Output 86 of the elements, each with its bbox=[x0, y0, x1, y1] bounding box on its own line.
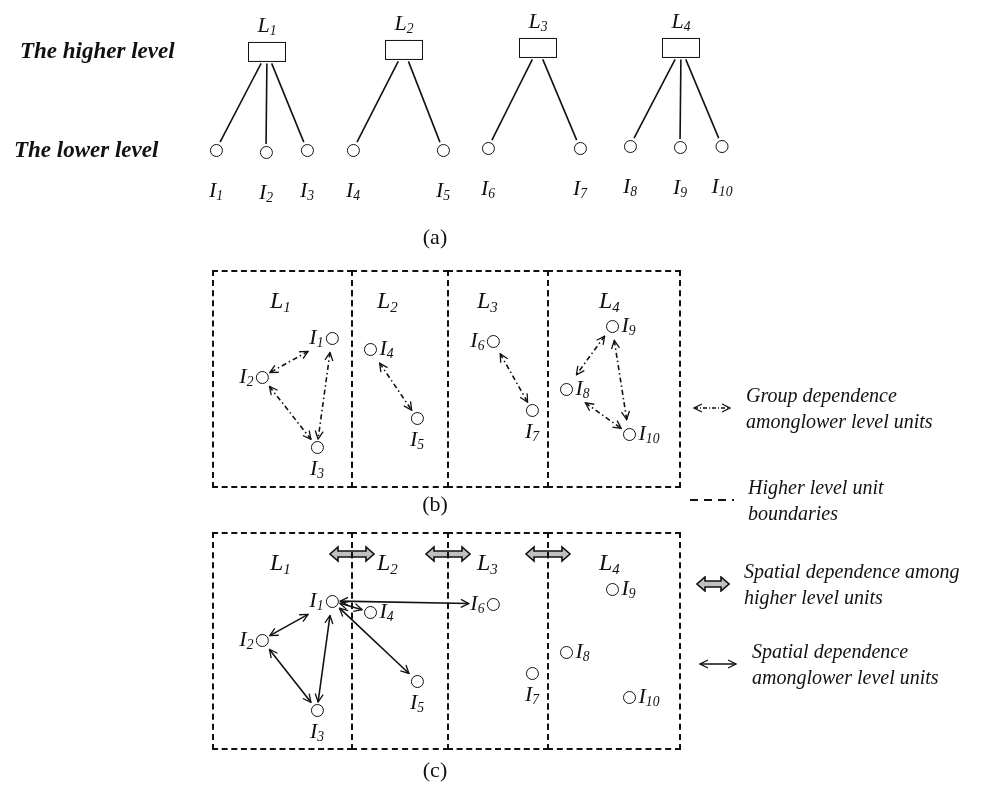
unit-label: L$_{2}$ bbox=[377, 550, 398, 577]
boundary-region bbox=[447, 532, 549, 750]
connector-line bbox=[491, 58, 534, 141]
unit-label: L$_{3}$ bbox=[528, 9, 548, 34]
unit-label: L$_{2}$ bbox=[377, 288, 398, 315]
unit-label: I$_{3}$ bbox=[299, 178, 315, 203]
unit-label: I$_{7}$ bbox=[524, 682, 540, 707]
unit-label: L$_{1}$ bbox=[257, 13, 277, 38]
unit-label: I$_{4}$ bbox=[345, 178, 361, 203]
boundary-region bbox=[447, 270, 549, 488]
unit-label: I$_{9}$ bbox=[621, 576, 636, 601]
unit-label: I$_{6}$ bbox=[470, 591, 485, 616]
unit-label: L$_{4}$ bbox=[599, 550, 620, 577]
unit-label: I$_{10}$ bbox=[711, 174, 733, 199]
level-heading: The lower level bbox=[14, 137, 159, 163]
unit-label: I$_{3}$ bbox=[309, 719, 325, 744]
thick-double-arrow bbox=[524, 545, 572, 563]
dash-dot-arrow bbox=[575, 335, 606, 376]
unit-label: I$_{8}$ bbox=[575, 376, 590, 401]
unit-label: I$_{10}$ bbox=[638, 684, 660, 709]
unit-label: I$_{7}$ bbox=[572, 176, 588, 201]
connector-line bbox=[633, 58, 676, 139]
dash-dot-arrow bbox=[314, 351, 334, 440]
unit-label: I$_{9}$ bbox=[672, 175, 688, 200]
legend-text: Group dependence amonglower level units bbox=[746, 383, 934, 434]
unit-label: I$_{1}$ bbox=[208, 178, 224, 203]
boundary-region bbox=[547, 270, 681, 488]
unit-label: I$_{9}$ bbox=[621, 313, 636, 338]
dash-dot-arrow bbox=[269, 350, 309, 374]
unit-label: L$_{4}$ bbox=[599, 288, 620, 315]
boundary-region bbox=[351, 532, 449, 750]
connector-line bbox=[684, 58, 720, 139]
connector-line bbox=[219, 62, 262, 143]
unit-label: I$_{3}$ bbox=[309, 456, 325, 481]
unit-label: L$_{1}$ bbox=[270, 288, 291, 315]
unit-label: I$_{1}$ bbox=[309, 325, 324, 350]
unit-label: I$_{5}$ bbox=[435, 178, 451, 203]
unit-label: L$_{1}$ bbox=[270, 550, 291, 577]
unit-label: L$_{3}$ bbox=[477, 550, 498, 577]
unit-label: I$_{10}$ bbox=[638, 421, 660, 446]
connector-line bbox=[265, 62, 268, 145]
panel-label: (a) bbox=[422, 225, 448, 250]
dash-dot-arrow bbox=[610, 339, 631, 421]
unit-label: I$_{2}$ bbox=[258, 180, 274, 205]
panel-label: (b) bbox=[422, 492, 448, 517]
arrow bbox=[339, 601, 363, 612]
unit-label: I$_{2}$ bbox=[239, 627, 254, 652]
unit-label: I$_{2}$ bbox=[239, 364, 254, 389]
unit-label: I$_{6}$ bbox=[480, 176, 496, 201]
level-heading: The higher level bbox=[20, 38, 175, 64]
dash-dot-arrow bbox=[584, 402, 623, 430]
unit-label: I$_{4}$ bbox=[379, 336, 394, 361]
unit-label: I$_{5}$ bbox=[409, 690, 425, 715]
boundary-region bbox=[547, 532, 681, 750]
dash-dot-arrow bbox=[378, 362, 413, 412]
unit-label: I$_{6}$ bbox=[470, 328, 485, 353]
dash-dot-arrow bbox=[268, 385, 312, 441]
unit-label: I$_{4}$ bbox=[379, 599, 394, 624]
panel-label: (c) bbox=[422, 758, 448, 783]
boundary-region bbox=[351, 270, 449, 488]
unit-label: I$_{7}$ bbox=[524, 419, 540, 444]
arrow bbox=[339, 596, 470, 609]
connector-line bbox=[679, 58, 682, 140]
unit-label: L$_{3}$ bbox=[477, 288, 498, 315]
connector-line bbox=[407, 60, 441, 143]
legend-text: Spatial dependence amonglower level units bbox=[752, 639, 940, 690]
arrow bbox=[314, 614, 334, 703]
unit-label: I$_{5}$ bbox=[409, 427, 425, 452]
legend-text: Spatial dependence among higher level units bbox=[744, 559, 961, 610]
boundary-region bbox=[212, 532, 353, 750]
arrow bbox=[269, 613, 309, 637]
connector-line bbox=[356, 60, 400, 143]
arrow bbox=[268, 648, 312, 704]
legend-text: Higher level unit boundaries bbox=[748, 475, 885, 526]
connector-line bbox=[542, 58, 578, 141]
connector-line bbox=[270, 62, 305, 143]
unit-label: I$_{8}$ bbox=[622, 174, 638, 199]
arrow bbox=[338, 607, 410, 675]
thick-double-arrow bbox=[328, 545, 376, 563]
unit-label: L$_{4}$ bbox=[671, 9, 691, 34]
unit-label: I$_{1}$ bbox=[309, 588, 324, 613]
boundary-region bbox=[212, 270, 353, 488]
thick-double-arrow bbox=[424, 545, 472, 563]
dash-dot-arrow bbox=[499, 353, 529, 403]
unit-label: I$_{8}$ bbox=[575, 639, 590, 664]
unit-label: L$_{2}$ bbox=[394, 11, 414, 36]
